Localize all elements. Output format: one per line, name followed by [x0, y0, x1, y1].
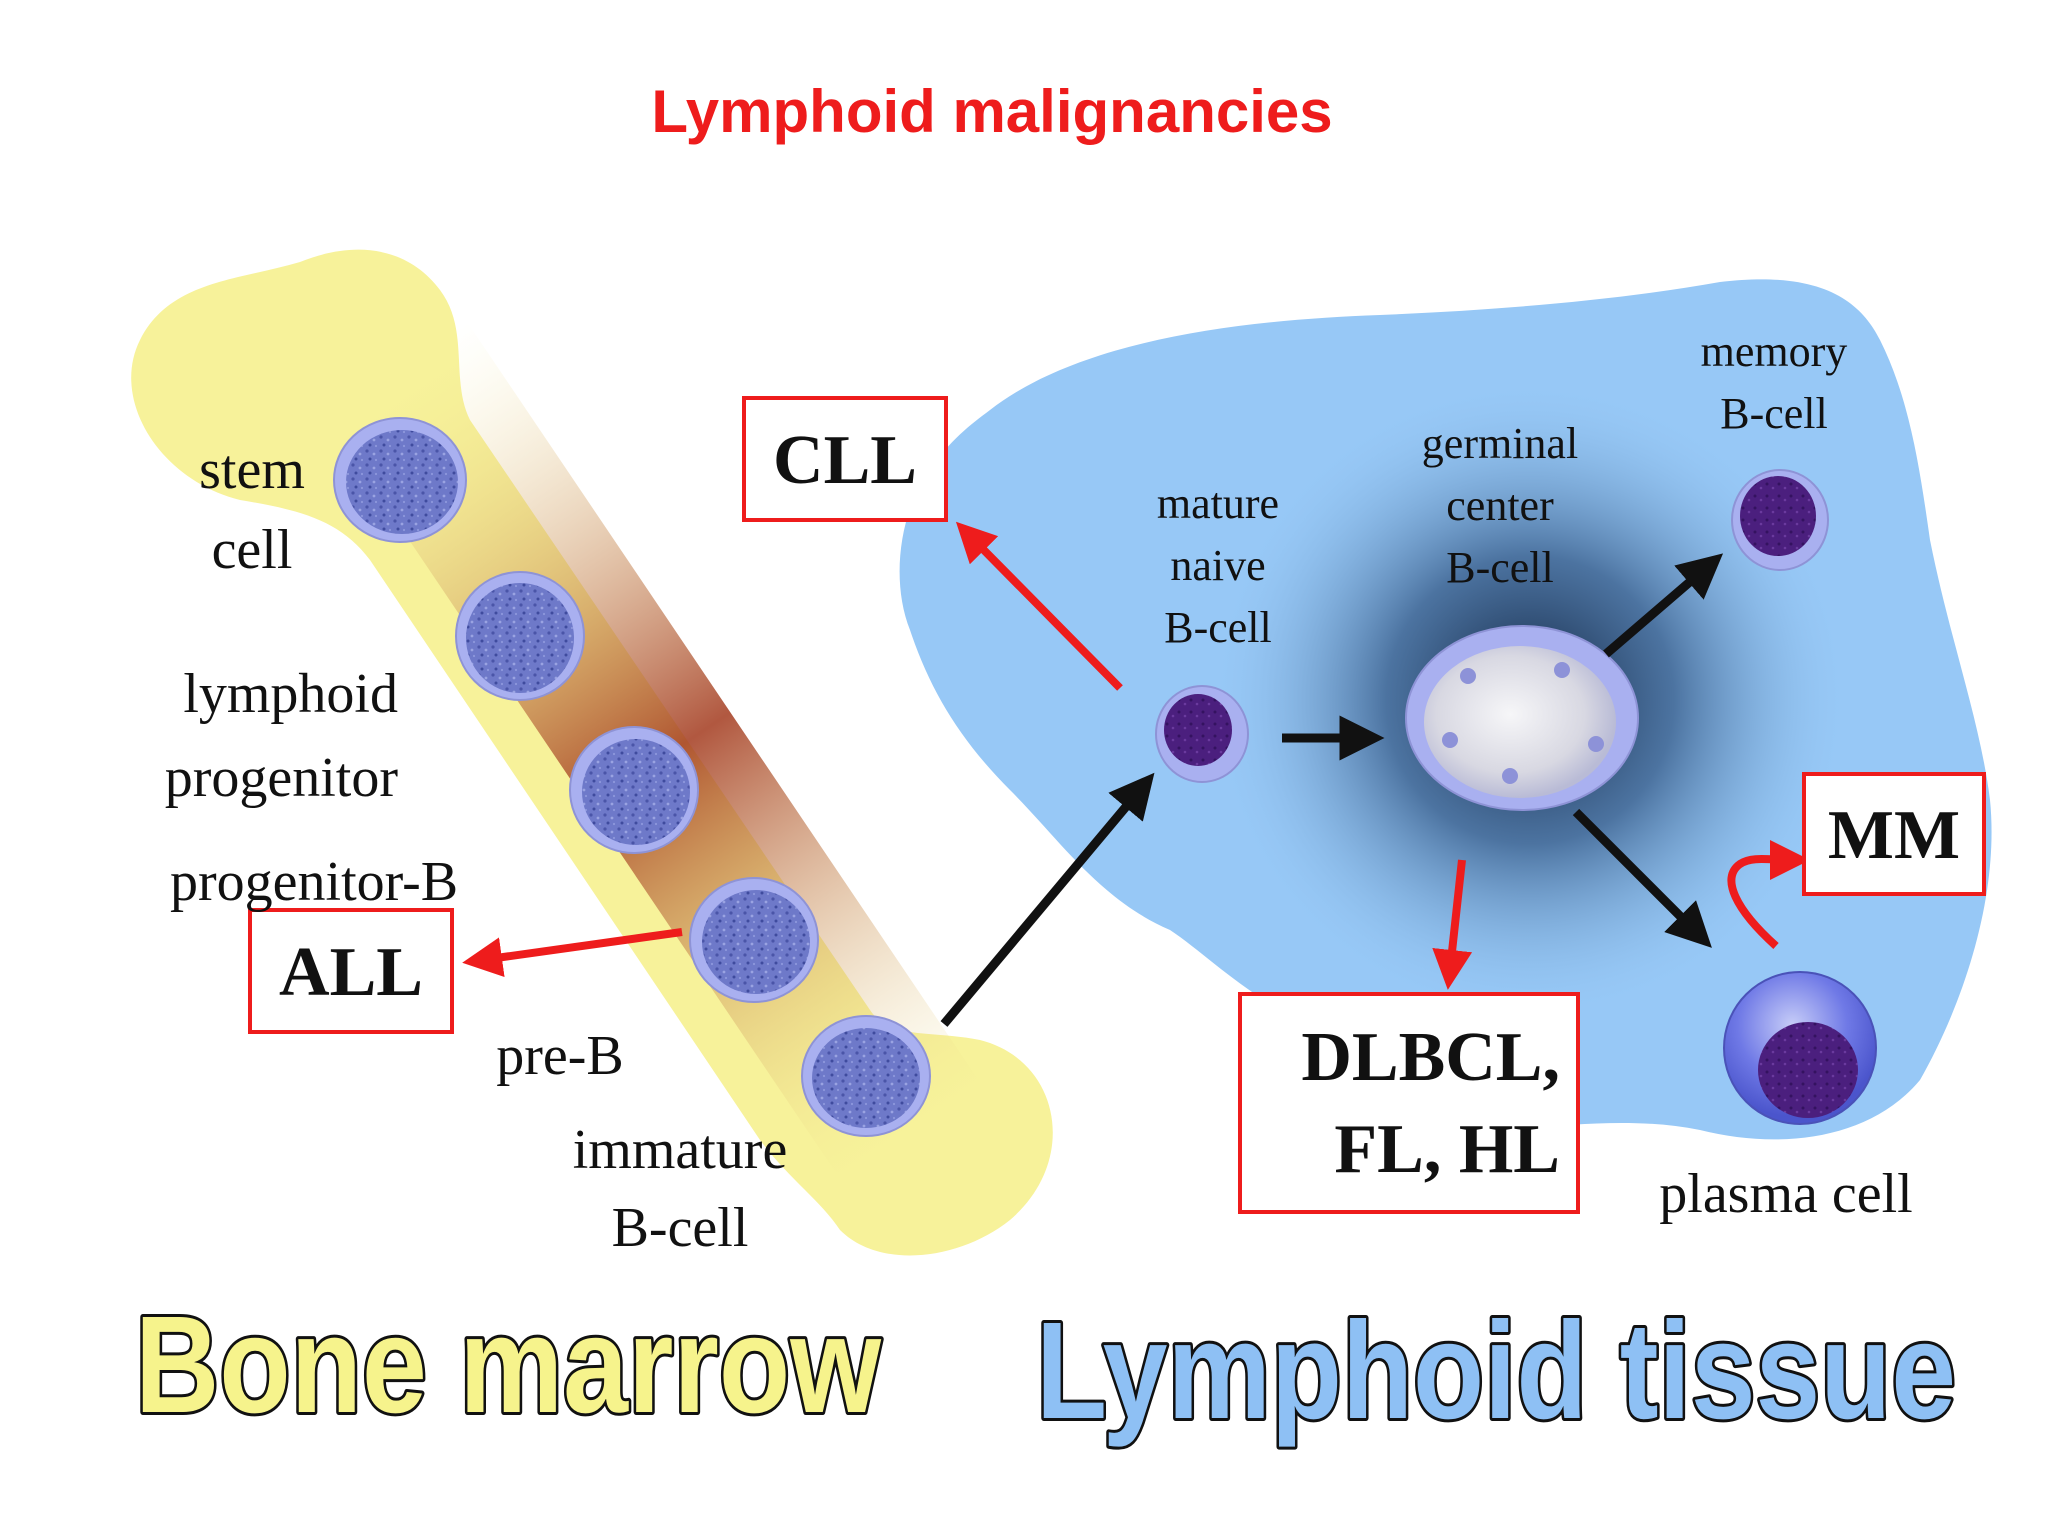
- cll-box: CLL: [742, 396, 948, 522]
- all-box: ALL: [248, 908, 454, 1034]
- mature-cell-label-line2: naive: [1170, 541, 1265, 590]
- lymphoid-progenitor-label-line1: lymphoid: [183, 663, 398, 725]
- progenitor-b-cell: [569, 726, 699, 854]
- cll-label: CLL: [773, 422, 917, 499]
- pre-b-label: pre-B: [496, 1025, 624, 1087]
- memory-cell-label-line2: B-cell: [1720, 389, 1828, 438]
- mature-cell-label-line1: mature: [1157, 479, 1279, 528]
- lymphoid-progenitor-label-line2: progenitor: [165, 747, 399, 809]
- memory-cell-label-line1: memory: [1701, 327, 1848, 376]
- arrow-to-memory-cell: [1603, 553, 1724, 658]
- germinal-cell-label-line3: B-cell: [1446, 543, 1554, 592]
- arrow-to-all: [462, 928, 683, 978]
- germinal-cell-label-line1: germinal: [1422, 419, 1578, 468]
- progenitor-b-label: progenitor-B: [170, 851, 458, 913]
- arrow-to-dlbcl: [1432, 859, 1473, 990]
- memory-b-cell: [1731, 469, 1829, 571]
- mm-label: MM: [1828, 797, 1960, 874]
- mature-cell-label-line3: B-cell: [1164, 603, 1272, 652]
- page-title: Lymphoid malignancies: [651, 78, 1332, 145]
- stem-cell-label-line2: cell: [212, 519, 293, 581]
- all-label: ALL: [279, 934, 423, 1011]
- plasma-cell-label: plasma cell: [1659, 1163, 1912, 1225]
- arrow-to-mm: [1727, 839, 1810, 949]
- dlbcl-label-line1: DLBCL,: [1301, 1019, 1560, 1096]
- arrow-to-mature-cell: [940, 772, 1155, 1027]
- arrow-to-cll: [955, 521, 1123, 691]
- mature-naive-b-cell: [1155, 685, 1249, 783]
- stem-cell: [333, 417, 467, 543]
- stem-cell-label-line1: stem: [199, 439, 305, 501]
- arrow-to-plasma-cell: [1572, 808, 1712, 948]
- mm-box: MM: [1802, 772, 1986, 896]
- bone-marrow-label: Bone marrow: [135, 1288, 882, 1442]
- germinal-cell-label-line2: center: [1446, 481, 1554, 530]
- dlbcl-box: DLBCL, FL, HL: [1238, 992, 1580, 1214]
- pre-b-cell: [689, 877, 819, 1003]
- germinal-center-b-cell: [1405, 625, 1639, 811]
- immature-b-cell-label-line2: B-cell: [612, 1197, 749, 1259]
- immature-b-cell-label-line1: immature: [573, 1119, 788, 1181]
- dlbcl-label-line2: FL, HL: [1334, 1111, 1560, 1188]
- immature-b-cell: [801, 1015, 931, 1137]
- lymphoid-tissue-label: Lymphoid tissue: [1036, 1294, 1956, 1448]
- lymphoid-progenitor-cell: [455, 571, 585, 701]
- plasma-cell: [1723, 971, 1877, 1125]
